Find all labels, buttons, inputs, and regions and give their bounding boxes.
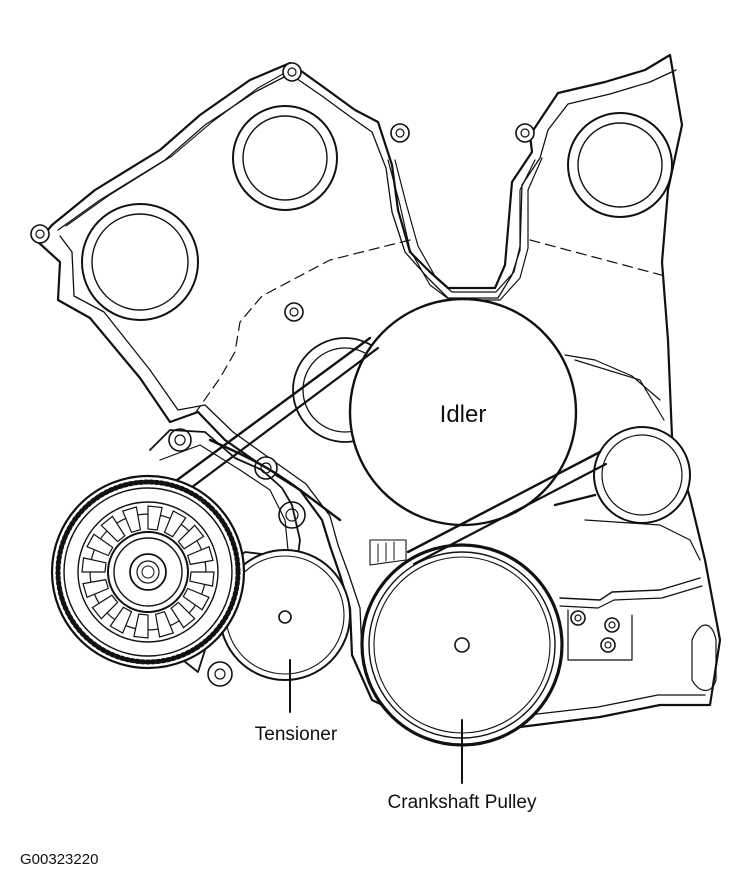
alternator-vent-slot (163, 510, 187, 538)
alternator-vent-slot (133, 613, 149, 639)
alternator-vent-slot (189, 571, 215, 587)
alternator (50, 474, 246, 670)
accessory-pulley-right (593, 426, 691, 524)
crankshaft-pulley (360, 543, 564, 747)
idler-label: Idler (440, 401, 487, 428)
alternator-vent-slot (100, 515, 126, 543)
tensioner-label: Tensioner (255, 724, 338, 745)
alternator-vent-slot (177, 524, 205, 550)
alternator-vent-slot (81, 557, 107, 573)
alternator-vent-slot (147, 505, 163, 531)
alternator-vent-slot (82, 578, 110, 599)
cover-bolts (30, 62, 620, 687)
alternator-vent-slot (91, 594, 119, 620)
alternator-vent-slot (182, 587, 210, 611)
idler-pulley (348, 297, 578, 527)
alternator-vent-slot (86, 533, 114, 557)
figure-id: G00323220 (20, 851, 98, 868)
crankshaft-pulley-label: Crankshaft Pulley (388, 792, 537, 813)
alternator-vent-slot (170, 601, 196, 629)
alternator-vent-slot (186, 545, 214, 566)
cover-bore-holes (81, 105, 673, 443)
alternator-vent-slot (154, 610, 175, 638)
timing-cover (36, 53, 722, 730)
alternator-fan-vents (81, 505, 215, 639)
alternator-vent-slot (109, 606, 133, 634)
leader-lines (289, 659, 463, 784)
alternator-vent-slot (121, 506, 142, 534)
